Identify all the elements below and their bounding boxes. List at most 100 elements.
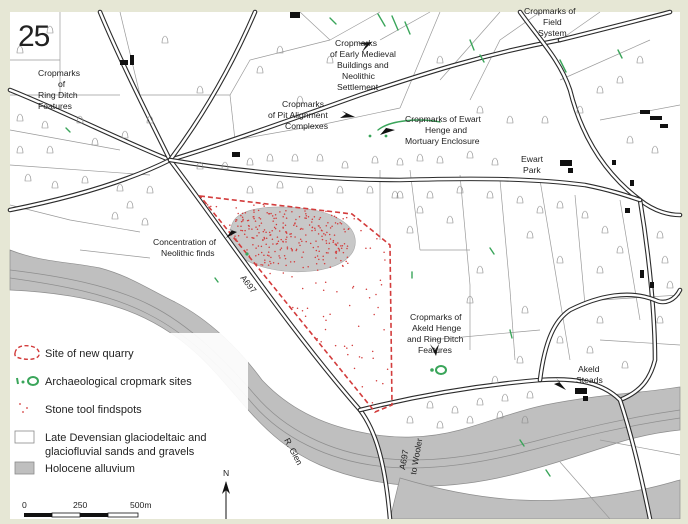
scale-tick-0: 0: [22, 500, 27, 510]
findspot-dot: [275, 217, 277, 220]
findspot-dot: [321, 238, 324, 241]
tree-icon: [556, 255, 564, 264]
tree-icon: [581, 210, 589, 219]
findspot-dot: [215, 205, 218, 208]
findspot-dot: [280, 238, 282, 241]
findspot-dot: [345, 216, 348, 219]
label-ring-ditch-1: Cropmarks: [38, 68, 80, 78]
findspot-dot: [305, 234, 307, 236]
tree-icon: [426, 190, 434, 199]
map-labels: Cropmarks of Ring Ditch Features Cropmar…: [38, 6, 603, 475]
findspot-dot: [253, 217, 255, 220]
river-channel: [9, 269, 681, 461]
findspot-dot: [346, 347, 348, 349]
findspot-dot: [267, 251, 270, 253]
scale-tick-500: 500m: [130, 500, 152, 510]
findspot-dot: [311, 221, 313, 223]
tree-icon: [246, 157, 254, 166]
label-medieval-1: Cropmarks: [335, 38, 377, 48]
findspot-dot: [324, 328, 327, 331]
findspot-dot: [263, 254, 265, 257]
findspot-dot: [237, 225, 239, 227]
tree-icon: [46, 25, 54, 34]
findspot-dot: [319, 226, 321, 229]
findspot-dot: [340, 247, 343, 249]
findspot-dot: [336, 223, 339, 225]
findspot-dot: [327, 252, 329, 254]
findspot-dot: [334, 344, 337, 347]
findspot-dot: [285, 264, 287, 267]
findspot-dot: [358, 356, 361, 358]
findspot-dot: [302, 251, 305, 253]
findspot-dot: [314, 227, 316, 230]
tree-icon: [221, 161, 229, 170]
label-field-system-1: Cropmarks of: [524, 6, 576, 16]
findspot-dot: [283, 255, 286, 257]
findspot-dot: [293, 260, 296, 263]
findspot-dot: [317, 245, 319, 248]
findspot-dot: [332, 239, 335, 242]
label-akeld-henge-2: Akeld Henge: [412, 323, 461, 333]
findspot-dot: [335, 252, 337, 255]
findspot-dot: [308, 224, 311, 226]
findspot-dot: [348, 304, 351, 307]
tree-icon: [536, 205, 544, 214]
findspot-dot: [286, 246, 289, 248]
findspot-dot: [252, 243, 254, 246]
findspot-dot: [328, 233, 331, 236]
findspot-dot: [235, 238, 237, 240]
tree-icon: [656, 315, 664, 324]
tree-icon: [416, 153, 424, 162]
findspot-dot: [260, 264, 262, 266]
findspot-dot: [274, 227, 277, 230]
findspot-dot: [338, 249, 341, 252]
tree-icon: [291, 153, 299, 162]
tree-icon: [596, 265, 604, 274]
tree-icon: [146, 185, 154, 194]
findspot-dot: [285, 217, 288, 219]
label-medieval-5: Settlement: [337, 82, 379, 92]
tree-icon: [661, 255, 669, 264]
findspot-dot: [244, 229, 246, 232]
findspot-dot: [316, 269, 319, 271]
findspot-dot: [369, 247, 372, 249]
findspot-dot: [316, 255, 319, 257]
findspot-dot: [324, 234, 327, 236]
tree-icon: [466, 415, 474, 424]
findspot-dot: [263, 205, 265, 207]
legend-alluvium-symbol: [14, 461, 35, 475]
tree-icon: [601, 225, 609, 234]
findspot-dot: [265, 237, 268, 240]
findspot-dot: [372, 357, 374, 359]
findspot-dot: [304, 210, 306, 212]
findspot-dot: [280, 247, 283, 249]
findspot-dot: [334, 243, 337, 245]
findspot-dot: [335, 257, 337, 259]
tree-icon: [491, 157, 499, 166]
legend-gravels-label-2: glaciofluvial sands and gravels: [45, 446, 195, 458]
findspot-dot: [269, 234, 272, 236]
legend-panel: [10, 333, 248, 519]
findspot-dot: [257, 209, 260, 212]
findspot-dot: [311, 229, 313, 232]
findspot-dot: [343, 345, 346, 347]
findspot-dot: [284, 257, 287, 260]
tree-icon: [336, 185, 344, 194]
findspot-dot: [335, 244, 338, 246]
findspot-dot: [383, 328, 385, 331]
findspot-dot: [268, 246, 270, 248]
findspot-dot: [294, 222, 296, 224]
tree-icon: [556, 335, 564, 344]
findspot-dot: [337, 242, 339, 244]
label-ring-ditch-2: of: [58, 79, 66, 89]
findspot-dot: [237, 235, 240, 237]
scale-bar-seg-3: [80, 513, 108, 517]
findspot-dot: [255, 263, 258, 265]
tree-icon: [246, 185, 254, 194]
findspot-dot: [268, 212, 270, 215]
label-ewart-henge-2: Henge and: [425, 125, 467, 135]
findspot-dot: [283, 213, 286, 215]
legend-gravels-label-1: Late Devensian glaciodeltaic and: [45, 432, 206, 444]
findspot-dot: [352, 285, 355, 288]
findspot-dot: [290, 233, 292, 235]
